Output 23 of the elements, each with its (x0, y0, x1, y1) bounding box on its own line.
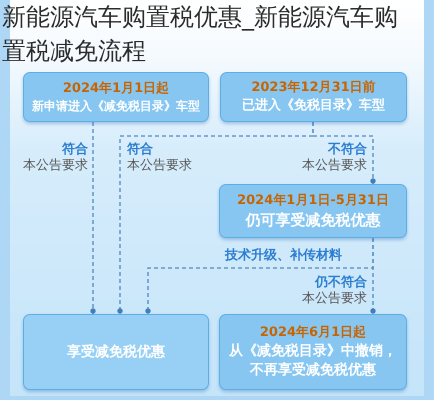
edge-label: 技术升级、补传材料 (225, 248, 342, 264)
flow-box (220, 72, 407, 122)
edge-label: 符合本公告要求 (23, 142, 88, 174)
edge-label: 仍不符合本公告要求 (302, 275, 367, 307)
date-label: 2024年1月1日起 (62, 80, 170, 98)
step-text: 新申请进入《减免税目录》车型 (32, 98, 200, 114)
dashed-connector (90, 122, 96, 314)
step-text: 已进入《免税目录》车型 (242, 97, 385, 115)
date-label: 2023年12月31日前 (251, 79, 376, 98)
edge-label: 不符合本公告要求 (302, 142, 367, 174)
page-title: 新能源汽车购置税优惠_新能源汽车购置税减免流程 (2, 2, 399, 67)
step-text: 享受减免税优惠 (67, 342, 165, 362)
date-label: 2024年1月1日-5月31日 (237, 192, 389, 210)
edge-label: 符合本公告要求 (127, 142, 192, 174)
dashed-connector (370, 238, 376, 314)
flow-box (23, 314, 209, 390)
date-label: 2024年6月1日起 (260, 324, 366, 342)
step-text: 仍可享受减免税优惠 (246, 210, 380, 230)
dashed-connector (312, 122, 376, 184)
flow-box (219, 314, 407, 390)
flow-box (23, 72, 209, 122)
step-text: 从《减免税目录》中撤销，不再享受减免税优惠 (228, 342, 398, 380)
flow-box (219, 184, 407, 238)
